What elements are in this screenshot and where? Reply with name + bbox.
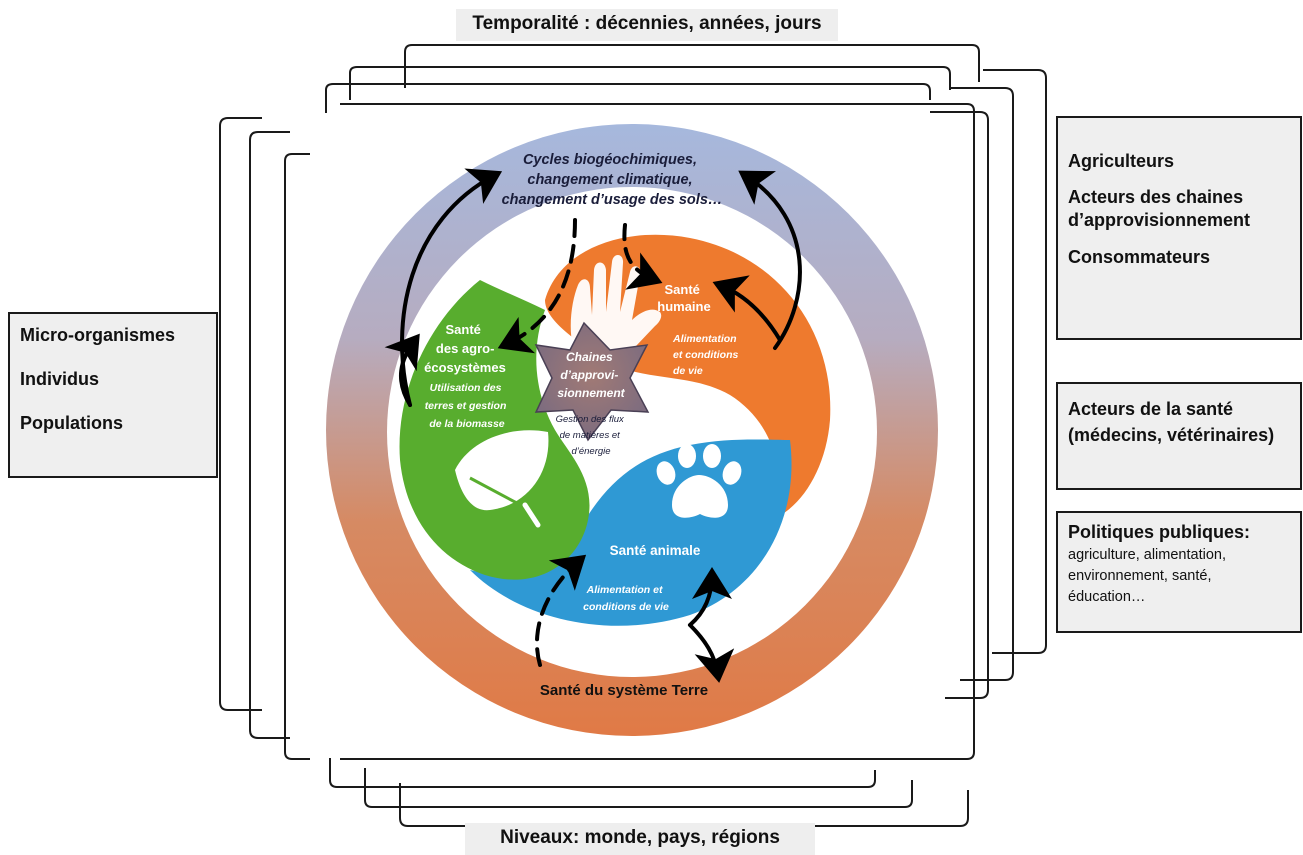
actor-consumers: Consommateurs <box>1068 247 1211 267</box>
cycles-text: Cycles biogéochimiques, changement clima… <box>502 152 723 208</box>
arrow-cycles-to-human <box>622 223 663 290</box>
scale-box: Micro-organismes Individus Populations <box>8 312 218 478</box>
scale-item-micro: Micro-organismes <box>20 325 176 345</box>
actor-supply-chain: Acteurs des chaines d’approvisionnement <box>1068 187 1251 230</box>
actors-box: Agriculteurs Acteurs des chaines d’appro… <box>1056 116 1302 340</box>
human-health-sub: Alimentation et conditions de vie <box>672 333 741 377</box>
health-actors-box: Acteurs de la santé (médecins, vétérinai… <box>1056 382 1302 490</box>
temporality-banner: Temporalité : décennies, années, jours <box>456 9 838 41</box>
public-policy-box: Politiques publiques: agriculture, alime… <box>1056 511 1302 633</box>
arrow-agro-to-cycles <box>400 168 503 407</box>
supply-chain-title: Chaines d’approvi- sionnement <box>557 350 625 400</box>
public-policy-text: agriculture, alimentation, environnement… <box>1068 547 1226 605</box>
agro-health-title: Santé des agro- écosystèmes <box>424 322 506 375</box>
supply-chain-sub: Gestion des flux de matières et d’énergi… <box>556 414 627 457</box>
agro-health-sub: Utilisation des terres et gestion de la … <box>425 382 510 430</box>
arrow-human-to-cycles <box>738 170 802 350</box>
actor-farmers: Agriculteurs <box>1068 151 1175 171</box>
leaf-icon <box>455 430 549 528</box>
animal-health-title: Santé animale <box>610 543 701 558</box>
star-shape <box>534 321 650 442</box>
public-policy-title: Politiques publiques: <box>1068 522 1251 542</box>
earth-health-label: Santé du système Terre <box>540 682 708 699</box>
health-actors-text: Acteurs de la santé (médecins, vétérinai… <box>1068 399 1275 445</box>
paw-icon <box>656 444 742 518</box>
scale-item-individuals: Individus <box>20 369 100 389</box>
arrow-earth-to-animal-up <box>688 567 732 627</box>
levels-banner: Niveaux: monde, pays, régions <box>465 823 815 855</box>
arrow-earth-to-animal <box>535 554 587 667</box>
arrow-agro-from-ring <box>712 275 782 342</box>
animal-health-sub: Alimentation et conditions de vie <box>583 584 669 613</box>
agroecosystem-health-segment <box>399 280 590 580</box>
arrow-agro-up <box>384 333 420 407</box>
arrow-animal-to-earth <box>688 623 735 683</box>
human-health-title: Santé humaine <box>657 282 710 314</box>
scale-item-populations: Populations <box>20 413 123 433</box>
arrow-cycles-to-agro <box>497 218 577 354</box>
